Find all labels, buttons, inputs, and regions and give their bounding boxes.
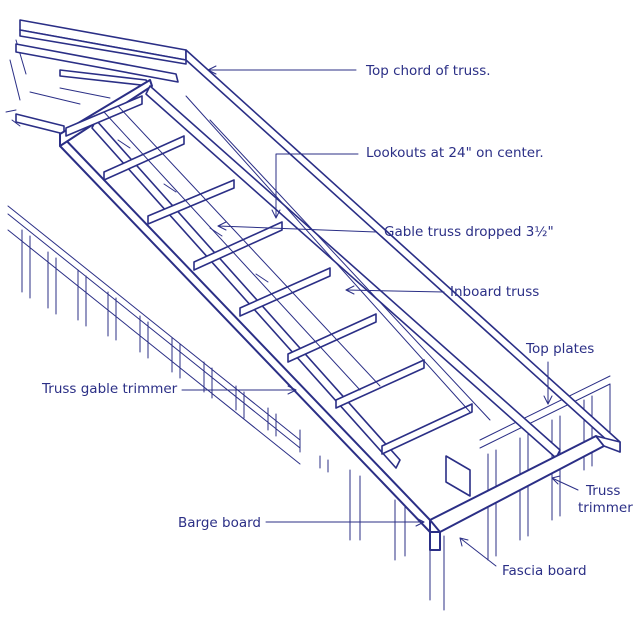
lookouts — [65, 95, 473, 455]
label-truss-trimmer-line1: Truss — [585, 483, 620, 499]
label-fascia-board: Fascia board — [502, 563, 587, 579]
label-barge-board: Barge board — [178, 515, 261, 531]
label-lookouts: Lookouts at 24" on center. — [366, 145, 544, 161]
label-top-plates: Top plates — [525, 341, 594, 357]
label-gable-truss-dropped: Gable truss dropped 3½" — [384, 224, 554, 240]
labels: Top chord of truss. Lookouts at 24" on c… — [41, 63, 633, 579]
leader-lines — [181, 65, 579, 567]
label-inboard-truss: Inboard truss — [450, 284, 539, 300]
label-truss-gable-trimmer: Truss gable trimmer — [41, 381, 178, 397]
label-truss-trimmer-line2: trimmer — [578, 500, 633, 516]
label-top-chord: Top chord of truss. — [365, 63, 491, 79]
wall-framing-left — [7, 205, 445, 611]
gable-truss-lines — [103, 95, 491, 421]
